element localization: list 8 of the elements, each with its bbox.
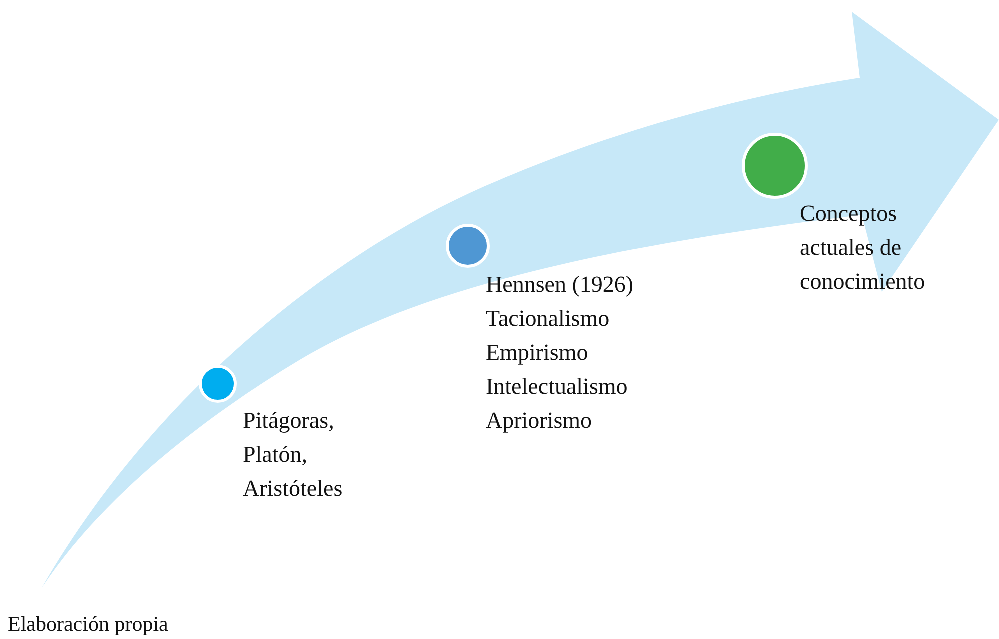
stage-description: Intelectualismo <box>486 373 629 401</box>
stage-description: Apriorismo <box>486 407 594 435</box>
source-note: Elaboración propia <box>8 612 168 637</box>
stage-description: Hennsen (1926) <box>486 271 635 299</box>
stage-description: Pitágoras, Platón, Aristóteles <box>243 407 344 503</box>
stage-description: Conceptos actuales de conocimiento <box>800 200 926 296</box>
stage-description: Empirismo <box>486 339 590 367</box>
stage-description: Tacionalismo <box>486 305 611 333</box>
